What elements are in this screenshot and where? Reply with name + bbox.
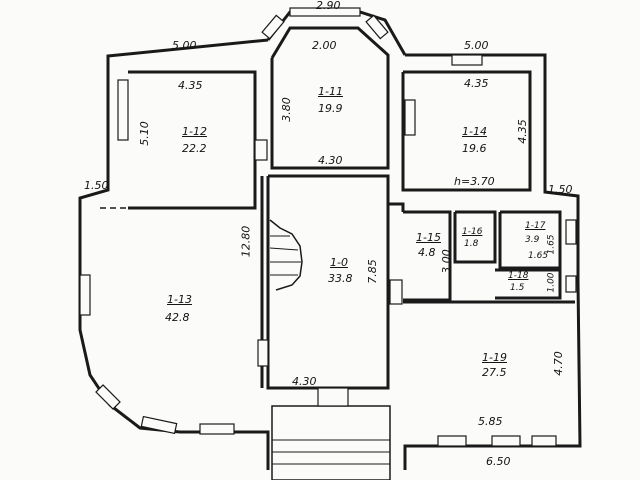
dim-top-bay: 2.90 <box>316 0 341 12</box>
room-id-1-15: 1-15 <box>416 231 441 244</box>
room-id-1-0: 1-0 <box>330 256 348 269</box>
dim-r17-width: 1.65 <box>528 251 549 261</box>
window-bay-left <box>261 14 285 40</box>
dim-r14-depth: 4.35 <box>515 119 529 144</box>
staircase <box>269 219 303 291</box>
entrance-steps <box>271 405 391 480</box>
dim-r17-side: 1.65 <box>546 234 557 255</box>
dim-left-step: 1.50 <box>84 179 109 192</box>
dim-height: h=3.70 <box>454 175 495 188</box>
window-1-19-bottom-mid <box>491 435 521 447</box>
outer-wall-right <box>403 53 582 470</box>
door-1-13 <box>257 339 269 367</box>
dim-right-top: 5.00 <box>464 39 489 52</box>
room-1-11-walls <box>270 26 390 170</box>
window-1-19-bottom-right <box>531 435 557 447</box>
dim-r12-depth: 5.10 <box>137 121 151 146</box>
door-1-0-east <box>389 279 403 305</box>
dim-r19-depth: 4.70 <box>551 351 565 376</box>
room-1-0-walls <box>266 174 390 390</box>
window-bay-right <box>365 14 389 40</box>
room-area-1-16: 1.8 <box>464 239 479 249</box>
room-area-1-14: 19.6 <box>462 142 487 155</box>
room-1-18-walls <box>495 268 562 300</box>
dim-hall-length: 12.80 <box>239 225 253 258</box>
dim-r12-width: 4.35 <box>178 79 203 92</box>
room-id-1-16: 1-16 <box>462 227 483 237</box>
dim-right-step: 1.50 <box>548 183 573 196</box>
window-1-19-bottom-left <box>437 435 467 447</box>
room-area-1-13: 42.8 <box>165 311 190 324</box>
room-area-1-17: 3.9 <box>525 235 540 245</box>
door-1-12 <box>254 139 268 161</box>
dim-r11-width: 4.30 <box>318 154 343 167</box>
room-area-1-11: 19.9 <box>318 102 343 115</box>
entrance-door <box>317 387 349 407</box>
room-id-1-13: 1-13 <box>167 293 192 306</box>
room-area-1-19: 27.5 <box>482 366 507 379</box>
window-1-17-right <box>565 219 577 245</box>
room-id-1-14: 1-14 <box>462 125 487 138</box>
dim-bottom-right: 6.50 <box>486 455 511 468</box>
dim-wc-depth: 3.00 <box>439 249 453 274</box>
stair-tread-2 <box>269 247 299 251</box>
room-area-1-0: 33.8 <box>328 272 353 285</box>
room-id-1-12: 1-12 <box>182 125 207 138</box>
window-1-14-left <box>404 99 416 136</box>
room-id-1-11: 1-11 <box>318 85 343 98</box>
room-id-1-19: 1-19 <box>482 351 507 364</box>
window-1-13-left <box>79 274 91 316</box>
dim-left-top: 5.00 <box>172 39 197 52</box>
room-1-16-walls <box>453 210 497 264</box>
window-1-13-bottom <box>199 423 235 435</box>
window-bay-top <box>289 7 361 17</box>
room-id-1-18: 1-18 <box>508 271 529 281</box>
room-1-17-walls <box>498 210 562 270</box>
dim-r11-depth: 3.80 <box>279 97 293 122</box>
room-area-1-15: 4.8 <box>418 246 436 259</box>
window-1-12-left <box>117 79 129 141</box>
window-1-13-curve <box>95 384 121 410</box>
window-1-14-top <box>451 54 483 66</box>
room-1-14-walls <box>401 70 532 192</box>
service-wall <box>388 202 405 212</box>
dim-bay-inner: 2.00 <box>312 39 337 52</box>
dim-r10-depth: 7.85 <box>365 259 379 284</box>
dim-r14-width: 4.35 <box>464 77 489 90</box>
dim-r19-width: 5.85 <box>478 415 503 428</box>
room-id-1-17: 1-17 <box>525 221 546 231</box>
room-area-1-18: 1.5 <box>510 283 525 293</box>
window-1-13-bottom-left <box>140 415 178 435</box>
room-area-1-12: 22.2 <box>182 142 207 155</box>
dim-r10-width: 4.30 <box>292 375 317 388</box>
window-1-18-right <box>565 275 577 293</box>
dim-r18-side: 1.00 <box>546 272 557 293</box>
